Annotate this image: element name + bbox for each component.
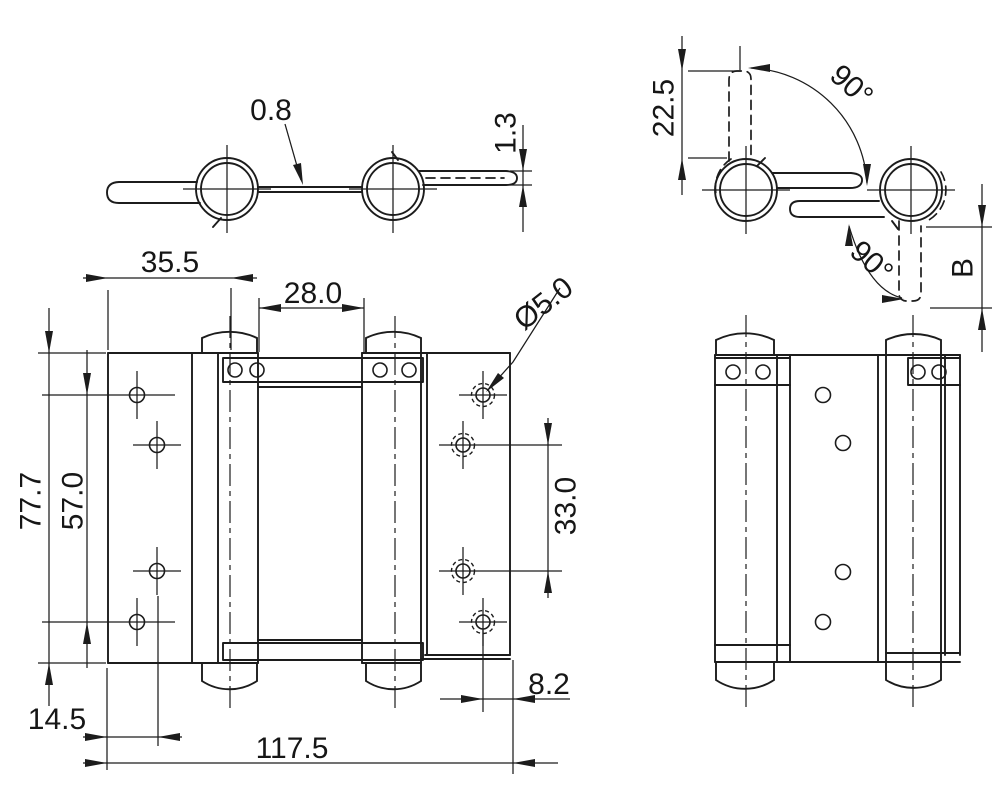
dimension-arrowheads: [45, 49, 986, 767]
dim-hole-diameter: Ø5.0: [508, 271, 580, 337]
dim-web-thickness: 0.8: [250, 94, 292, 127]
dim-swing-angle-upper: 90°: [823, 58, 879, 113]
front-view-holes: [128, 362, 491, 631]
rear-view-holes: [725, 364, 947, 631]
front-view-dims: [38, 277, 570, 774]
rear-view: [714, 332, 961, 690]
top-section-view: [106, 151, 518, 228]
dim-leaf-width: 35.5: [141, 246, 199, 279]
dim-edge-to-hole-right: 8.2: [528, 668, 570, 701]
open-position-view: [714, 157, 943, 230]
dim-projection-b: B: [947, 258, 980, 278]
dim-rotated-leaf-height: 22.5: [648, 79, 681, 137]
dim-leaf-thickness: 1.3: [490, 112, 523, 154]
dim-barrel-clear-span: 28.0: [284, 277, 342, 310]
dim-edge-to-hole-left: 14.5: [28, 703, 86, 736]
countersink-circles: [450, 382, 496, 635]
dim-hole-span-right: 33.0: [550, 477, 583, 535]
front-view: [107, 330, 511, 691]
top-section-centermarks: [183, 123, 532, 233]
dim-leaf-height: 77.7: [15, 472, 48, 530]
rear-view-centerlines: [745, 315, 914, 708]
dim-overall-width: 117.5: [256, 732, 329, 765]
front-view-centerlines: [229, 316, 396, 708]
dim-hole-span-outer: 57.0: [57, 472, 90, 530]
